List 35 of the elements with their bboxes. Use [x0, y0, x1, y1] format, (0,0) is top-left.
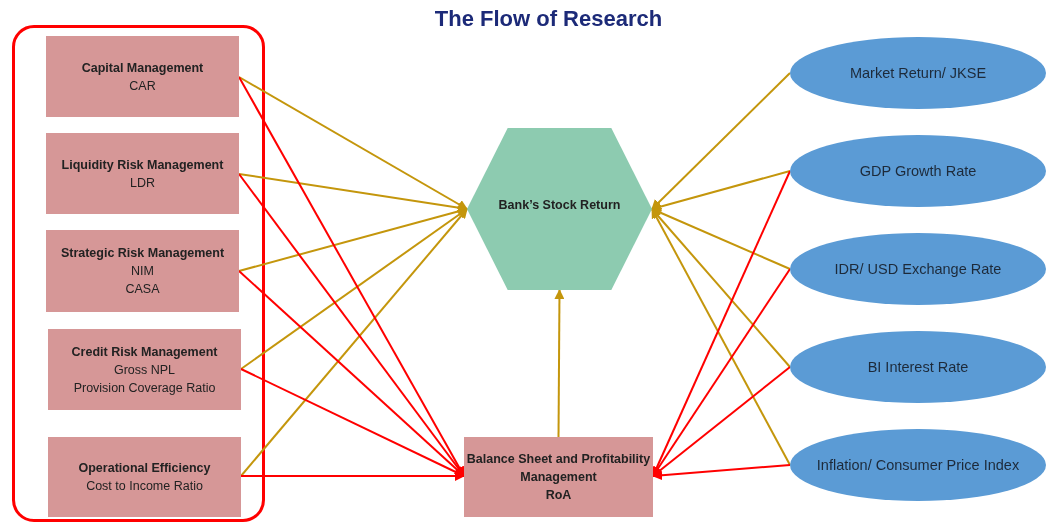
node-label: IDR/ USD Exchange Rate	[834, 260, 1002, 278]
node-heading: Credit Risk Management	[71, 343, 218, 361]
node-heading: Strategic Risk Management	[60, 245, 225, 262]
node-label: GDP Growth Rate	[859, 162, 977, 180]
node-label: BI Interest Rate	[867, 358, 969, 376]
node-heading: Bank’s Stock Return	[498, 197, 621, 214]
node-detail: Gross NPL	[113, 361, 176, 379]
arrow	[651, 208, 791, 466]
factor-box	[46, 36, 239, 117]
node-label: Inflation/ Consumer Price Index	[816, 456, 1020, 474]
node-detail: LDR	[130, 174, 155, 192]
arrow	[651, 170, 791, 212]
node-heading: Operational Efficiency	[78, 460, 211, 477]
node-heading: Balance Sheet and Profitability Management	[465, 451, 652, 486]
factor-box	[46, 133, 239, 214]
node-detail: NIM	[131, 263, 154, 280]
node-heading: Liquidity Risk Management	[61, 156, 224, 174]
factor-box	[48, 437, 241, 517]
factor-box	[46, 230, 239, 312]
arrow	[651, 72, 791, 210]
arrow	[651, 208, 791, 368]
node-detail: Provision Coverage Ratio	[73, 379, 216, 397]
node-label: Market Return/ JKSE	[849, 64, 987, 82]
arrow	[238, 76, 468, 210]
node-detail: CASA	[125, 281, 160, 298]
node-detail: CAR	[129, 77, 156, 95]
arrow	[554, 289, 565, 438]
diagram-title: The Flow of Research	[433, 6, 664, 32]
arrow	[652, 464, 791, 481]
group-outline	[12, 25, 265, 522]
node-heading: RoA	[545, 487, 572, 504]
node-detail: Cost to Income Ratio	[86, 478, 203, 495]
outcome-box	[464, 437, 653, 517]
factor-box	[48, 329, 241, 410]
node-heading: Capital Management	[81, 59, 204, 77]
